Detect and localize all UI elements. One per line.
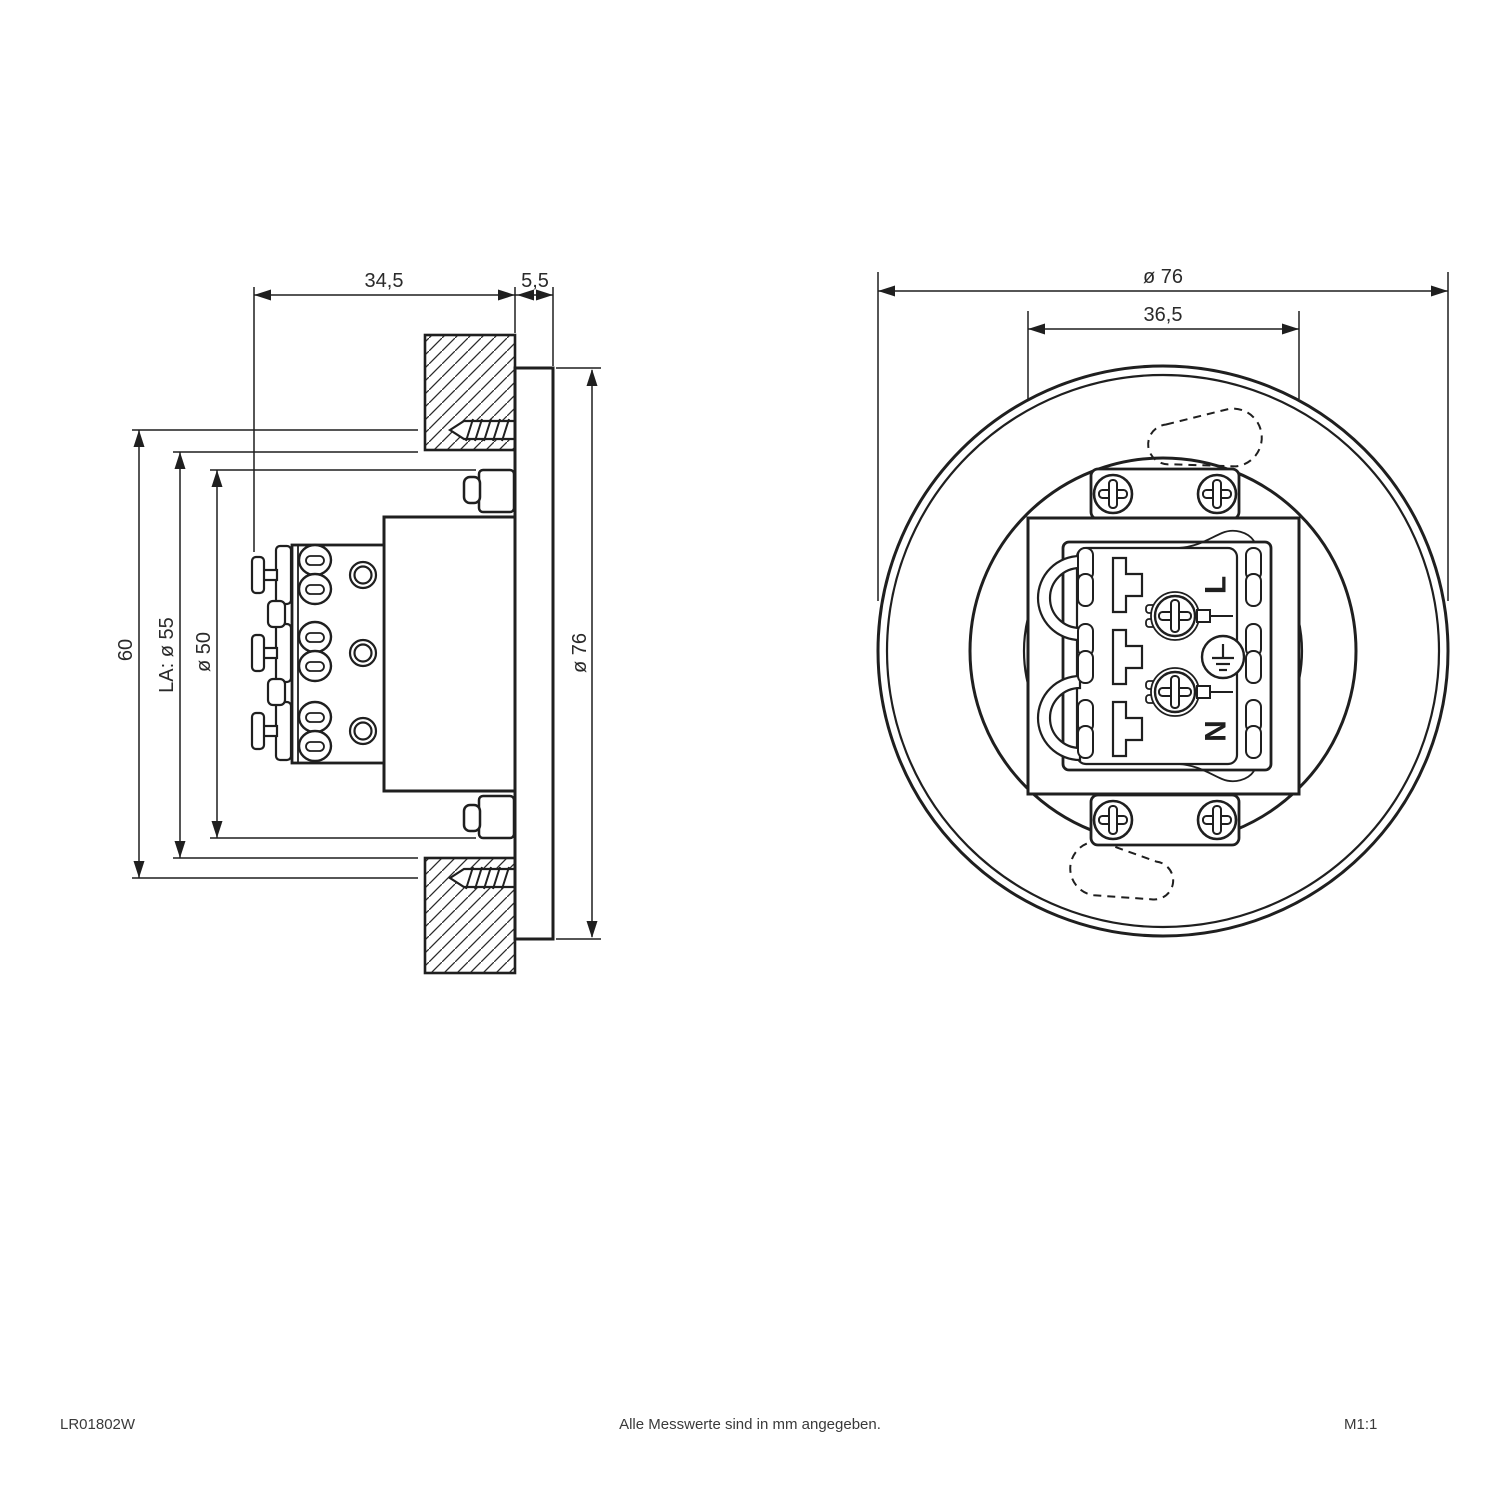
divider-tab bbox=[266, 677, 287, 707]
wire-entry-left bbox=[1077, 547, 1094, 759]
terminal-screw-post bbox=[250, 622, 293, 684]
dimension-lines-side bbox=[132, 287, 601, 940]
dim-outer-diameter-label: ø 76 bbox=[1143, 266, 1183, 288]
terminal-screw-post bbox=[250, 700, 293, 762]
dim-body-diameter-label: ø 50 bbox=[193, 632, 215, 672]
phillips-screw-icon bbox=[1196, 473, 1238, 515]
spring-clip-bottom bbox=[462, 794, 516, 840]
article-number: LR01802W bbox=[60, 1416, 136, 1433]
trim-flange bbox=[513, 366, 555, 941]
dim-gear-tray-label: 36,5 bbox=[1144, 304, 1183, 326]
phillips-screw-icon bbox=[1196, 799, 1238, 841]
earth-ground-icon bbox=[1200, 634, 1246, 680]
keyhole-slot-outline bbox=[1069, 840, 1175, 901]
terminal-screw-post bbox=[250, 544, 293, 606]
outer-ring-inner-edge bbox=[885, 373, 1441, 929]
spring-clip-top bbox=[462, 468, 516, 514]
fixing-rings bbox=[348, 560, 378, 746]
cable-slot bbox=[1111, 556, 1144, 614]
cable-slot bbox=[1111, 700, 1144, 758]
terminal-screw-icon bbox=[1145, 667, 1233, 717]
measurement-note: Alle Messwerte sind in mm angegeben. bbox=[619, 1416, 881, 1433]
front-view: L N ø 76 36,5 bbox=[876, 266, 1450, 938]
dim-ceiling-cutout-label: LA: ø 55 bbox=[156, 617, 178, 693]
wire-entry-right bbox=[1245, 547, 1262, 759]
scale-label: M1:1 bbox=[1344, 1416, 1378, 1433]
keyhole-slot-outline bbox=[1147, 407, 1263, 468]
dim-flange-thickness-label: 5,5 bbox=[521, 270, 549, 292]
terminal-block-front: L N bbox=[1036, 529, 1273, 783]
phillips-screw-icon bbox=[1092, 799, 1134, 841]
terminal-neutral-label: N bbox=[1200, 720, 1233, 742]
wire-entry-eyelets bbox=[297, 543, 333, 763]
dimension-lines-front bbox=[877, 272, 1449, 601]
dim-fixing-spacing-label: 60 bbox=[115, 639, 137, 661]
terminal-screw-icon bbox=[1145, 591, 1233, 641]
terminal-live-label: L bbox=[1200, 576, 1233, 594]
phillips-screw-icon bbox=[1092, 473, 1134, 515]
terminal-block-side bbox=[250, 543, 386, 765]
dim-flange-diameter-label: ø 76 bbox=[569, 633, 591, 673]
divider-tab bbox=[266, 599, 287, 629]
housing-body bbox=[382, 515, 517, 793]
dim-recess-depth-label: 34,5 bbox=[365, 270, 404, 292]
strain-relief-hook bbox=[1036, 674, 1082, 762]
cable-slot bbox=[1111, 628, 1144, 686]
outer-ring bbox=[876, 364, 1450, 938]
side-view: 34,5 5,5 60 LA: ø 55 ø 50 ø 76 bbox=[115, 270, 601, 975]
